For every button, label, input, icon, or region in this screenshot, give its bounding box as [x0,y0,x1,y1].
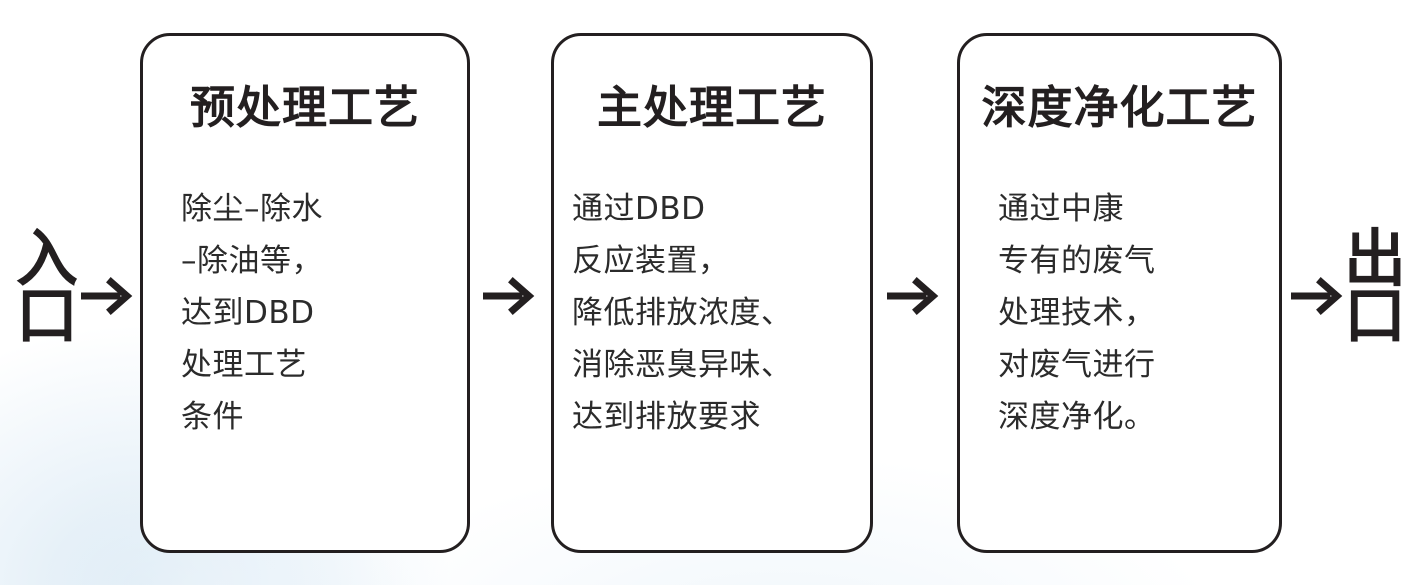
arrow-right-icon [480,268,542,324]
stage-body-pretreatment: 除尘–除水 –除油等， 达到DBD 处理工艺 条件 [143,183,323,443]
inlet-glyph-1: 入 [15,226,78,294]
body-line: 通过DBD [572,191,706,227]
body-line: 处理工艺 [181,347,307,383]
outlet-label: 出 口 [1340,226,1410,352]
body-line: 深度净化。 [998,399,1156,435]
stage-body-main-treatment: 通过DBD 反应装置， 降低排放浓度、 消除恶臭异味、 达到排放要求 [554,183,793,443]
stage-box-pretreatment[interactable]: 预处理工艺 除尘–除水 –除油等， 达到DBD 处理工艺 条件 [140,33,470,553]
body-line: 达到排放要求 [572,399,761,435]
stage-title-main-treatment: 主处理工艺 [596,83,827,133]
outlet-glyph-2: 口 [1343,283,1406,352]
stage-body-deep-purification: 通过中康 专有的废气 处理技术， 对废气进行 深度净化。 [960,183,1156,443]
stage-title-pretreatment: 预处理工艺 [189,83,420,133]
arrow-right-icon [884,268,946,324]
body-line: 消除恶臭异味、 [572,347,793,383]
body-line: 反应装置， [572,243,730,279]
body-line: 降低排放浓度、 [572,295,793,331]
body-line: 达到DBD [181,295,315,331]
stage-box-deep-purification[interactable]: 深度净化工艺 通过中康 专有的废气 处理技术， 对废气进行 深度净化。 [957,33,1282,553]
body-line: 处理技术， [998,295,1156,331]
stage-box-main-treatment[interactable]: 主处理工艺 通过DBD 反应装置， 降低排放浓度、 消除恶臭异味、 达到排放要求 [551,33,873,553]
body-line: 条件 [181,399,244,435]
inlet-label: 入 口 [12,226,82,352]
outlet-glyph-1: 出 [1343,226,1406,294]
stage-title-deep-purification: 深度净化工艺 [981,83,1258,133]
arrow-right-icon [1288,268,1350,324]
body-line: –除油等， [181,243,323,279]
body-line: 对废气进行 [998,347,1156,383]
body-line: 通过中康 [998,191,1124,227]
body-line: 专有的废气 [998,243,1156,279]
inlet-glyph-2: 口 [15,283,78,352]
body-line: 除尘–除水 [181,191,323,227]
arrow-right-icon [78,268,140,324]
